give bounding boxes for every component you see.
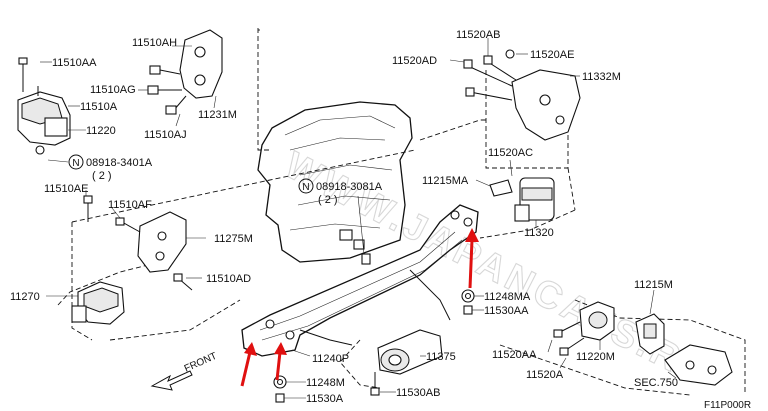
label-08918-3401A-qty: ( 2 ) [92, 170, 112, 182]
label-11520A: 11520A [526, 369, 564, 381]
label-11520AD: 11520AD [392, 55, 437, 67]
label-11220: 11220 [86, 125, 116, 137]
fasteners [273, 253, 475, 403]
label-11520AE: 11520AE [530, 49, 574, 61]
label-11510AJ: 11510AJ [144, 129, 187, 141]
label-11275M: 11275M [214, 233, 253, 245]
label-11375: 11375 [426, 351, 456, 363]
leader-lines [40, 38, 677, 399]
label-11320: 11320 [524, 227, 554, 239]
bracket-11231M [147, 29, 223, 115]
frame-sec750 [664, 344, 733, 386]
mount-11220M [553, 301, 615, 356]
bracket-11332M [463, 49, 581, 141]
label-11520AA: 11520AA [492, 349, 537, 361]
label-11530A: 11530A [306, 393, 344, 405]
label-11220M: 11220M [576, 351, 615, 363]
label-11520AB: 11520AB [456, 29, 500, 41]
label-11530AB: 11530AB [396, 387, 440, 399]
red-arrow-left [240, 342, 257, 387]
label-11510AD: 11510AD [206, 273, 251, 285]
label-11510AH: 11510AH [132, 37, 177, 49]
label-11520AC: 11520AC [488, 147, 533, 159]
label-11510A: 11510A [80, 101, 118, 113]
label-11270: 11270 [10, 291, 40, 303]
label-sec750: SEC.750 [634, 377, 678, 389]
mount-11375 [370, 329, 443, 396]
nut-symbol-08918-3401A: N [68, 154, 84, 170]
front-crossmember [241, 204, 479, 357]
label-11530AA: 11530AA [484, 305, 529, 317]
label-11510AA: 11510AA [52, 57, 97, 69]
label-11510AE: 11510AE [44, 183, 88, 195]
mount-11270 [71, 281, 125, 325]
label-08918-3401A: 08918-3401A [86, 157, 153, 169]
red-arrow-center [274, 342, 287, 381]
bracket-11215M [635, 313, 665, 355]
dashed-outlines [57, 28, 746, 396]
nut-symbol-letter: N [302, 182, 309, 193]
part-labels: 11510AA 11510A 11220 08918-3401A ( 2 ) 1… [10, 29, 678, 405]
engine-block [257, 101, 413, 263]
label-11240P: 11240P [312, 353, 349, 365]
label-11231M: 11231M [198, 109, 237, 121]
label-11248M: 11248M [306, 377, 345, 389]
nut-symbol-letter: N [72, 158, 79, 169]
label-11248MA: 11248MA [484, 291, 531, 303]
nut-symbol-08918-3081A: N [298, 178, 314, 194]
label-08918-3081A: 08918-3081A [316, 181, 383, 193]
label-11332M: 11332M [582, 71, 621, 83]
label-11215MA: 11215MA [422, 175, 469, 187]
label-08918-3081A-qty: ( 2 ) [318, 194, 338, 206]
label-11510AF: 11510AF [108, 199, 152, 211]
figure-code: F11P000R [704, 400, 751, 411]
red-arrow-right [465, 228, 479, 289]
front-indicator: FRONT [150, 351, 219, 391]
bracket-11275M [83, 195, 193, 291]
label-11510AG: 11510AG [90, 84, 136, 96]
highlight-arrows [240, 228, 479, 387]
front-label: FRONT [183, 351, 219, 375]
mount-11220 [17, 57, 71, 155]
label-11215M: 11215M [634, 279, 673, 291]
mount-11320 [489, 177, 555, 222]
